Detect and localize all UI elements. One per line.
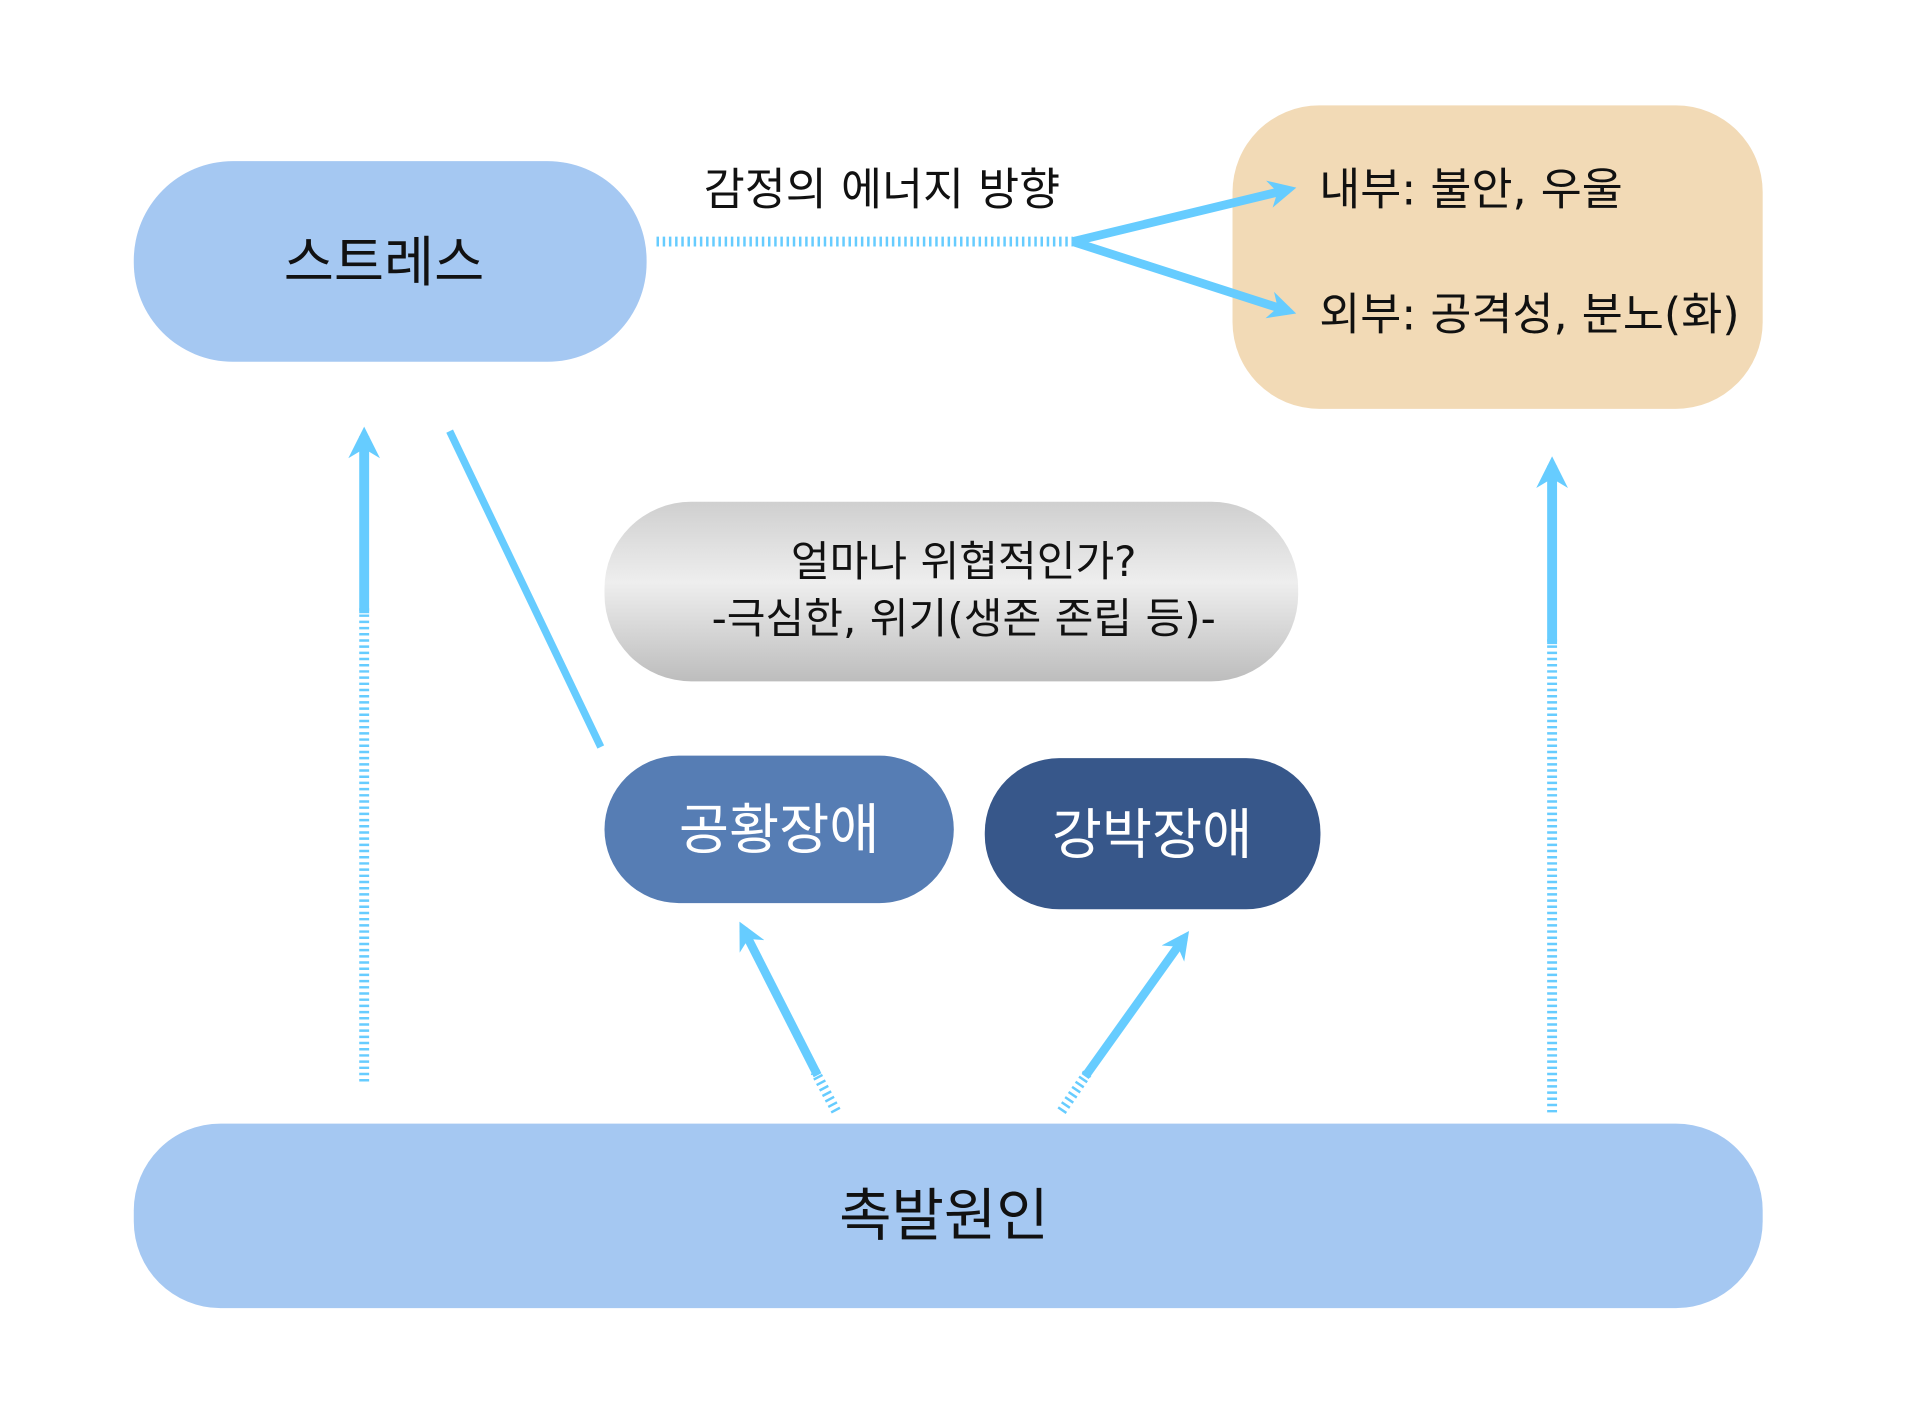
trigger-label: 촉발원인 [839, 1183, 1049, 1249]
trigger-box [133, 1123, 1763, 1309]
external-outcome: 외부: 공격성, 분노(화) [1319, 289, 1739, 341]
energy-direction-label: 감정의 에너지 방향 [704, 163, 1060, 215]
arrow-trigger-to-panic [739, 921, 822, 1078]
ocd-label: 강박장애 [1052, 803, 1253, 867]
stress-box [133, 161, 647, 362]
panic-disorder-box [604, 755, 954, 904]
stress-to-panic-line [446, 429, 605, 749]
arrow-internal [1071, 180, 1297, 246]
threat-detail: -극심한, 위기(생존 존립 등)- [712, 594, 1216, 643]
arrow-trigger-to-ocd [1081, 930, 1190, 1080]
trigger-ocd-dashed [1057, 1069, 1092, 1114]
arrow-external [1071, 237, 1297, 319]
ocd-box [984, 758, 1321, 910]
threat-question: 얼마나 위협적인가? [791, 537, 1137, 586]
stress-label: 스트레스 [284, 230, 485, 294]
outcome-box [1232, 105, 1763, 409]
internal-outcome: 내부: 불안, 우울 [1319, 163, 1623, 215]
threat-box [604, 501, 1299, 682]
trigger-panic-dashed [810, 1069, 841, 1114]
panic-disorder-label: 공황장애 [679, 798, 880, 862]
